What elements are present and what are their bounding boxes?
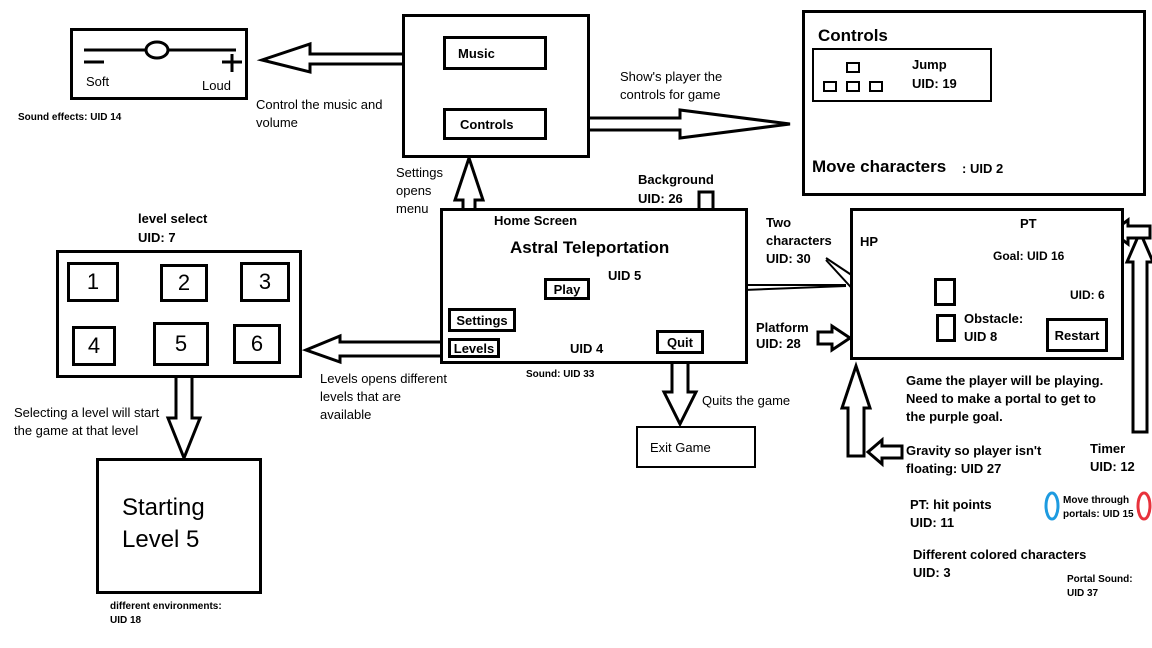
jump-label: Jump [912, 57, 947, 72]
exit-game-panel [636, 426, 756, 468]
play-button[interactable]: Play [544, 278, 590, 300]
game-title: Astral Teleportation [510, 238, 670, 257]
gravity-pointer [865, 436, 904, 468]
level-3-button[interactable]: 3 [240, 262, 290, 302]
home-screen-label: Home Screen [494, 213, 578, 228]
environments-label: different environments:UID 18 [110, 601, 222, 626]
jump-uid: UID: 19 [912, 76, 957, 91]
timer-arrow [1124, 228, 1152, 434]
level-4-button[interactable]: 4 [72, 326, 116, 366]
background-label: Background [638, 172, 714, 187]
home-levels-button[interactable]: Levels [448, 338, 500, 358]
obstacle-block-1 [934, 278, 956, 306]
level-select-panel [56, 250, 302, 378]
home-uid: UID 4 [570, 341, 604, 356]
key-left [823, 81, 837, 92]
platform-arrow [816, 323, 853, 353]
level5-arrow [165, 364, 203, 463]
key-right [869, 81, 883, 92]
keyboard-box [812, 48, 992, 102]
controls-panel [802, 10, 1146, 196]
uid6-label: UID: 6 [1070, 288, 1105, 302]
starting-level-panel [96, 458, 262, 594]
sound-effects-label: Sound effects: UID 14 [18, 112, 122, 123]
portal-sound-label: Portal Sound:UID 37 [1067, 574, 1133, 599]
level-2-button[interactable]: 2 [160, 264, 208, 302]
soft-label: Soft [86, 74, 110, 89]
quit-arrow [661, 353, 699, 428]
quits-description: Quits the game [702, 393, 791, 408]
pt-label: PT [1020, 216, 1037, 231]
obstacle-block-2 [936, 314, 956, 342]
home-settings-button[interactable]: Settings [448, 308, 516, 332]
home-sound-uid: Sound: UID 33 [526, 369, 595, 380]
exit-game-label: Exit Game [650, 440, 711, 455]
play-uid: UID 5 [608, 268, 642, 283]
background-uid: UID: 26 [638, 191, 683, 206]
volume-slider-box[interactable] [70, 28, 248, 100]
loud-label: Loud [202, 78, 231, 93]
move-characters-uid: : UID 2 [962, 161, 1004, 176]
level-select-title: level select [138, 211, 208, 226]
restart-button[interactable]: Restart [1046, 318, 1108, 352]
levels-arrow [301, 333, 450, 365]
key-down [846, 81, 860, 92]
level-6-button[interactable]: 6 [233, 324, 281, 364]
quit-button[interactable]: Quit [656, 330, 704, 354]
level-select-uid: UID: 7 [138, 230, 176, 245]
game-description: Game the player will be playing.Need to … [906, 373, 1104, 424]
controls-title: Controls [818, 26, 888, 45]
goal-label: Goal: UID 16 [993, 249, 1065, 263]
music-button[interactable]: Music [443, 36, 547, 70]
level-1-button[interactable]: 1 [67, 262, 119, 302]
controls-button[interactable]: Controls [443, 108, 547, 140]
level-5-button[interactable]: 5 [153, 322, 209, 366]
gravity-arrow [839, 361, 873, 458]
move-characters-label: Move characters [812, 157, 947, 176]
key-up [846, 62, 860, 73]
hp-label: HP [860, 234, 879, 249]
obstacle-label: Obstacle:UID 8 [964, 311, 1024, 344]
